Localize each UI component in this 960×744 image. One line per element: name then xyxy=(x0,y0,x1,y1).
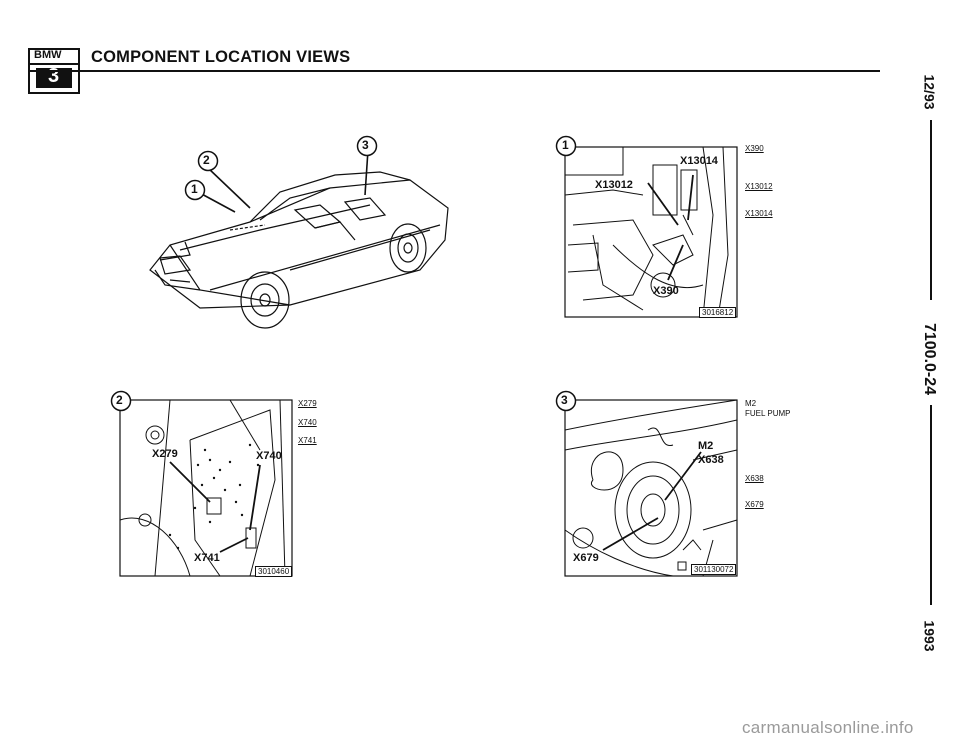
view-2-legend-x741: X741 xyxy=(298,436,317,445)
view-3-panel: 3 M2 X638 X679 301130072 xyxy=(553,390,743,580)
view-1-panel: 1 X13014 X13012 X390 3016812 xyxy=(553,135,743,325)
view-1-callout-x13012: X13012 xyxy=(595,179,633,191)
view-2-legend-x740: X740 xyxy=(298,418,317,427)
view-2-callout-x740: X740 xyxy=(256,450,282,462)
view-2-ref-code: 3010460 xyxy=(255,566,293,577)
view-3-callout-x679: X679 xyxy=(573,552,599,564)
side-doc-number: 7100.0-24 xyxy=(921,322,939,396)
view-3-callout-x638: X638 xyxy=(698,454,724,466)
site-watermark: carmanualsonline.info xyxy=(742,718,914,737)
view-1-legend-x390: X390 xyxy=(745,144,764,153)
view-3-callout-m2: M2 xyxy=(698,440,714,452)
view-1-callout-x390: X390 xyxy=(653,285,679,297)
view-1-callout-x13014: X13014 xyxy=(680,155,718,167)
header-rule xyxy=(28,70,880,72)
side-date: 12/93 xyxy=(921,74,938,110)
view-2-legend-x279: X279 xyxy=(298,399,317,408)
logo-brand-text: BMW xyxy=(34,49,62,61)
side-rule-2 xyxy=(930,405,932,605)
side-rule-1 xyxy=(930,120,932,300)
view-1-legend-x13014: X13014 xyxy=(745,209,773,218)
view-2-panel: 2 X279 X740 X741 3010460 xyxy=(110,390,296,580)
view-3-legend-fuel-pump: FUEL PUMP xyxy=(745,409,791,418)
view-3-ref-code: 301130072 xyxy=(691,564,737,575)
view-1-legend-x13012: X13012 xyxy=(745,182,773,191)
view-3-legend-m2: M2 xyxy=(745,399,757,408)
view-3-legend-x638: X638 xyxy=(745,474,764,483)
logo-model-text: 3 xyxy=(48,65,60,87)
car-overview-illustration xyxy=(140,130,460,340)
view-2-callout-x279: X279 xyxy=(152,448,178,460)
view-2-callout-x741: X741 xyxy=(194,552,220,564)
view-1-ref-code: 3016812 xyxy=(699,307,737,318)
side-year: 1993 xyxy=(921,620,938,652)
page-title: COMPONENT LOCATION VIEWS xyxy=(91,48,351,66)
view-3-legend-x679: X679 xyxy=(745,500,764,509)
